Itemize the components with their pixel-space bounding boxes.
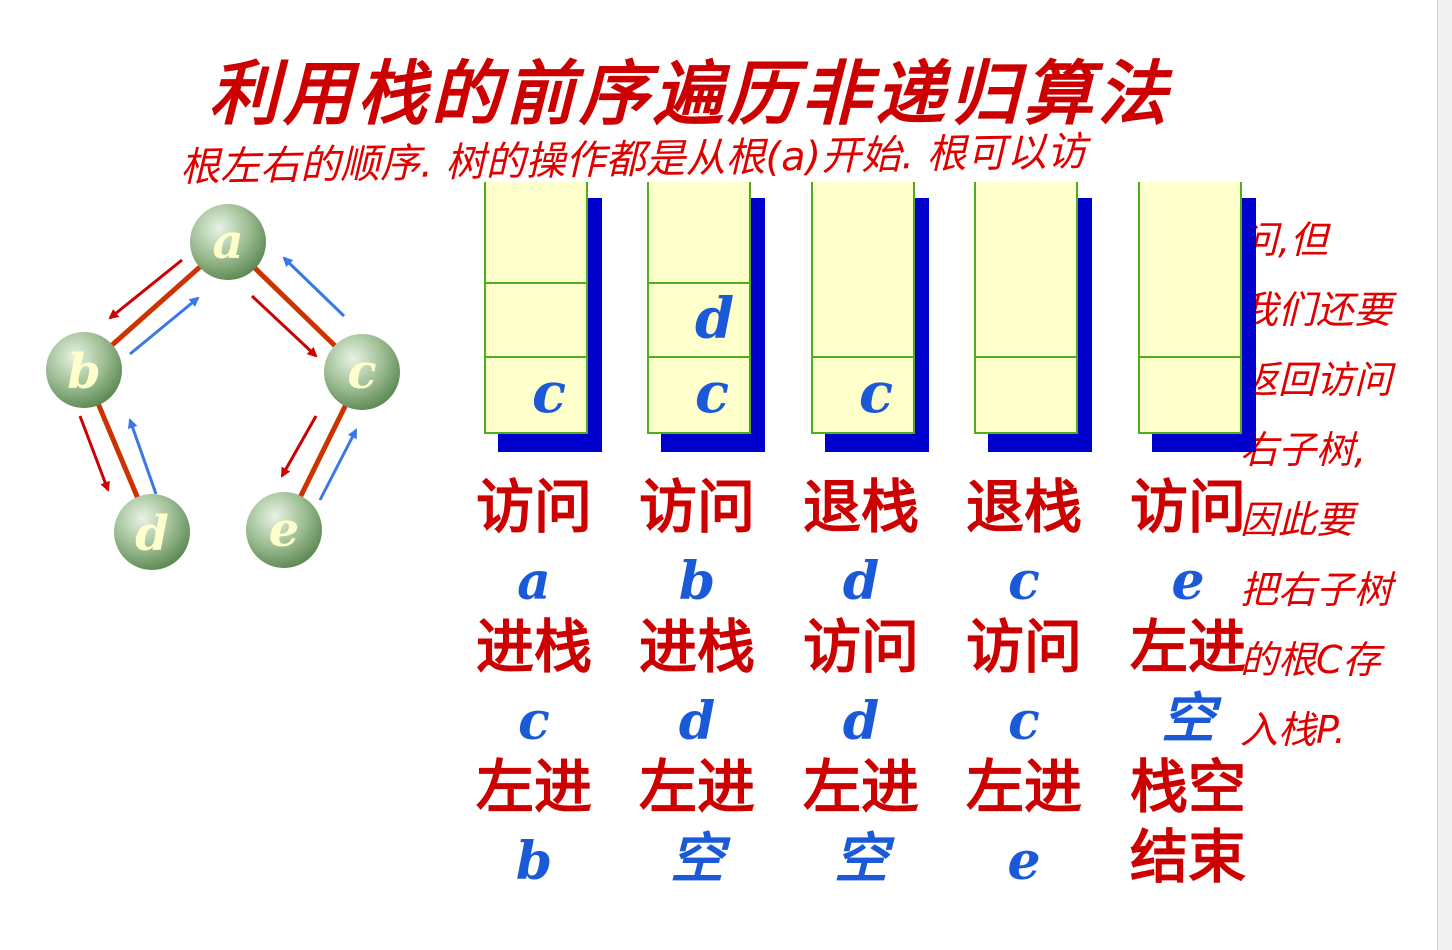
tree-node-e: e <box>246 492 322 568</box>
note-line: 右子树, <box>1240 428 1367 472</box>
step-arg: a <box>517 551 551 612</box>
step-op: 进栈 <box>638 613 755 681</box>
stack-cell <box>976 356 1076 432</box>
step-op: 退栈 <box>965 473 1082 541</box>
step-op: 访问 <box>475 473 592 541</box>
tree-edges <box>81 240 365 533</box>
arrow-up-icon <box>129 296 200 356</box>
node-label: e <box>269 502 300 558</box>
tree-node-c: c <box>324 334 400 410</box>
step-arg: d <box>842 691 880 752</box>
step-arg: d <box>678 691 716 752</box>
step-op: 左进 <box>802 753 919 821</box>
stack-1: c <box>484 182 602 452</box>
node-label: c <box>347 344 376 400</box>
step-op: 访问 <box>638 473 755 541</box>
vertical-scrollbar[interactable] <box>1437 0 1452 950</box>
arrow-up-icon <box>127 418 158 495</box>
note-line: 入栈P. <box>1240 708 1346 752</box>
stack-body <box>1138 182 1242 434</box>
step-op: 进栈 <box>475 613 592 681</box>
stack-body: c <box>484 182 588 434</box>
step-arg: c <box>518 691 550 752</box>
step-arg: c <box>1008 551 1040 612</box>
handwritten-note-side: 问,但 我们还要 返回访问 右子树, 因此要 把右子树 的根C存 入栈P. <box>1240 205 1440 765</box>
note-line: 的根C存 <box>1240 638 1381 682</box>
step-op: 访问 <box>965 613 1082 681</box>
step-result: 结束 <box>1129 823 1246 891</box>
stack-2: d c <box>647 182 765 452</box>
tree-node-a: a <box>190 204 266 280</box>
step-arg: b <box>678 551 716 612</box>
arrow-down-icon <box>78 415 110 492</box>
stack-cell: c <box>813 356 913 432</box>
stack-cell <box>486 282 586 358</box>
step-arg: e <box>1171 551 1205 612</box>
stack-cell: d <box>649 282 749 358</box>
stack-body: c <box>811 182 915 434</box>
arrow-down-icon <box>280 415 318 478</box>
step-op: 左进 <box>475 753 592 821</box>
node-label: d <box>135 506 169 562</box>
arrow-up-icon <box>282 256 346 318</box>
slide-title: 利用栈的前序遍历非递归算法 <box>209 52 1171 135</box>
note-line: 我们还要 <box>1240 288 1393 332</box>
stack-cell <box>1140 356 1240 432</box>
note-line: 因此要 <box>1240 498 1355 542</box>
step-arg: c <box>1008 691 1040 752</box>
tree-node-d: d <box>114 494 190 570</box>
step-op: 栈空 <box>1129 753 1246 821</box>
arrow-down-icon <box>108 258 183 320</box>
traversal-arrows <box>78 256 358 501</box>
step-op: 退栈 <box>802 473 919 541</box>
step-op: 访问 <box>1129 473 1246 541</box>
step-arg: 空 <box>1161 687 1215 750</box>
stack-cell: c <box>486 356 586 432</box>
stack-3: c <box>811 182 929 452</box>
step-arg: 空 <box>670 827 724 890</box>
stack-cell: c <box>649 356 749 432</box>
step-arg: d <box>842 551 880 612</box>
step-op: 访问 <box>802 613 919 681</box>
note-line: 返回访问 <box>1240 358 1393 402</box>
arrow-down-icon <box>250 294 318 358</box>
step-op: 左进 <box>1129 613 1246 681</box>
binary-tree-diagram: a b c d e <box>46 204 400 570</box>
note-line: 问,但 <box>1240 218 1329 262</box>
node-label: a <box>212 214 243 270</box>
arrow-up-icon <box>318 428 358 501</box>
handwritten-note-top: 根左右的顺序. 树的操作都是从根(a)开始. 根可以访 <box>179 129 1087 191</box>
step-op: 左进 <box>638 753 755 821</box>
step-arg: b <box>515 831 553 892</box>
stack-4 <box>974 182 1092 452</box>
step-op: 左进 <box>965 753 1082 821</box>
stack-5 <box>1138 182 1256 452</box>
node-label: b <box>67 344 101 400</box>
stack-body: d c <box>647 182 751 434</box>
stack-body <box>974 182 1078 434</box>
tree-node-b: b <box>46 332 122 408</box>
note-line: 把右子树 <box>1240 568 1393 612</box>
step-arg: 空 <box>834 827 888 890</box>
step-arg: e <box>1007 831 1041 892</box>
